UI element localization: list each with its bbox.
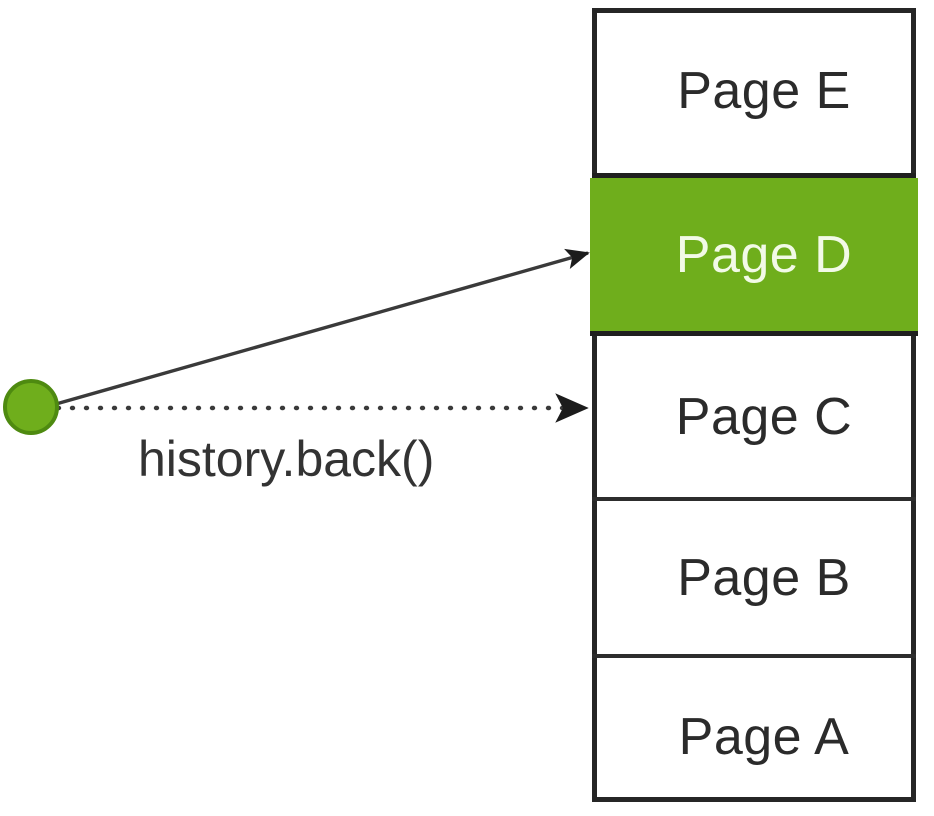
stack-cell-label: Page D [675, 225, 853, 284]
stack-cell-page-b[interactable]: Page B [592, 501, 916, 658]
stack-cell-label: Page B [677, 548, 851, 607]
edge-solid-to-page-d [55, 248, 590, 406]
stack-cell-page-c[interactable]: Page C [592, 336, 916, 501]
current-position-node[interactable] [3, 379, 59, 435]
stack-cell-label: Page C [675, 387, 853, 446]
edge-label-history-back: history.back() [138, 431, 435, 487]
stack-cell-page-e[interactable]: Page E [592, 8, 916, 178]
stack-cell-label: Page A [678, 707, 850, 766]
stack-cell-page-d[interactable]: Page D [590, 178, 918, 336]
stack-cell-page-a[interactable]: Page A [592, 658, 916, 815]
history-stack: Page E Page D Page C Page B Page A [590, 8, 918, 802]
stack-cell-label: Page E [677, 61, 851, 120]
